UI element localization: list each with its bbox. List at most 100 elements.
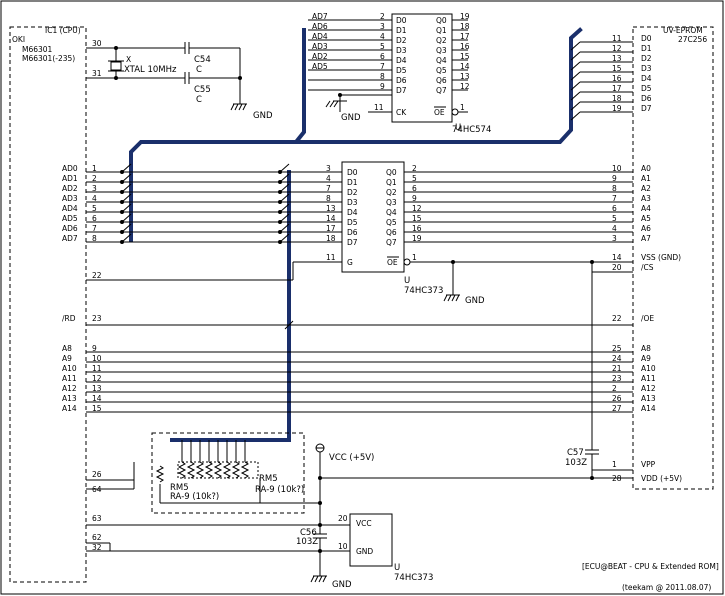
ad-name: AD3 [62,194,78,203]
l574-in-signal: AD2 [312,52,328,61]
l574-in-pin: 5 [380,42,385,51]
resnet-left-resistor [155,465,165,483]
vpp-name: VPP [641,460,656,469]
l373-q-label: Q5 [386,218,397,227]
l574-in-pin: 3 [380,22,385,31]
ad-latch-tap [279,223,290,233]
l373-out-pin: 19 [412,234,422,243]
l574-q-label: Q5 [436,66,447,75]
resnet-resistor [195,461,205,479]
ad-latch-tap [279,163,290,173]
eprom-high-pin: 23 [612,374,622,383]
eprom-data-tap [570,81,581,91]
ad-name: AD5 [62,214,78,223]
eprom-data-name: D2 [641,54,652,63]
latch574-ref: U [455,123,461,133]
ck-pin: 11 [374,103,384,112]
l574-q-label: Q7 [436,86,447,95]
eprom-addr-name: A1 [641,174,651,183]
eprom-data-pin: 15 [612,64,622,73]
resnet-outline [151,432,305,514]
l373-out-pin: 15 [412,214,422,223]
c56-val: 103Z [296,537,318,547]
eprom-high-pin: 24 [612,354,622,363]
ad-bus-tap [121,213,132,223]
eprom-high-pin: 25 [612,344,622,353]
ad-name: AD7 [62,234,78,243]
resnet-resistor [213,461,223,479]
cpu-high-name: A9 [62,354,72,363]
eprom-data-tap [570,51,581,61]
l574-in-signal: AD4 [312,32,328,41]
cpu-high-name: A14 [62,404,77,413]
l373-in-pin: 17 [326,224,336,233]
l373-d-label: D2 [347,188,358,197]
eprom-high-pin: 27 [612,404,622,413]
eprom-data-name: D5 [641,84,652,93]
l373-q-label: Q0 [386,168,397,177]
resnet-resistor [204,461,214,479]
latch373-ref: U [404,276,410,286]
l373-q-label: Q6 [386,228,397,237]
ad-latch-tap [279,213,290,223]
eprom-data-tap [570,61,581,71]
ad-bus-tap [121,223,132,233]
cpu-high-pin: 11 [92,364,102,373]
resnet-resistor [231,461,241,479]
vpp-pin: 1 [612,460,617,469]
oe574-label: OE [434,108,445,117]
l574-q-label: Q2 [436,36,447,45]
ad-pin: 1 [92,164,97,173]
eprom-addr-pin: 6 [612,204,617,213]
eprom-addr-pin: 4 [612,224,617,233]
ad-pin: 2 [92,174,97,183]
latch574-gnd: GND [341,113,361,123]
eprom-outline [632,26,714,490]
oe574-bubble [451,108,459,116]
c54-ref: C54 [194,55,211,65]
g-label: G [347,258,353,267]
eprom-addr-name: A5 [641,214,651,223]
eprom-data-name: D0 [641,34,652,43]
ad-pin: 7 [92,224,97,233]
xtal-pin-b: 31 [92,69,102,78]
ad-pin: 5 [92,204,97,213]
l574-d-label: D0 [396,16,407,25]
footer-title: [ECU@BEAT - CPU & Extended ROM] [582,562,719,571]
rm5a-ref: RM5 [170,483,189,493]
power373-vcc-pin: 20 [338,514,348,523]
oe-eprom-name: /OE [641,314,654,323]
l574-out-pin: 18 [460,22,470,31]
cpu-pin-62: 62 [92,533,102,542]
eprom-high-name: A8 [641,344,651,353]
l574-in-pin: 8 [380,72,385,81]
l574-in-signal: AD3 [312,42,328,51]
ad-bus-tap [121,183,132,193]
l574-q-label: Q4 [436,56,447,65]
vdd-name: VDD (+5V) [641,474,682,483]
c56-ref: C56 [300,528,317,538]
l574-q-label: Q3 [436,46,447,55]
xtal-ref: X [126,55,131,64]
cpu-high-pin: 9 [92,344,97,353]
cpu-outline [9,26,87,583]
l574-d-label: D7 [396,86,407,95]
resnet-resistor [222,461,232,479]
ad-latch-tap [279,173,290,183]
oe-eprom-pin: 22 [612,314,622,323]
ad-pin: 6 [92,214,97,223]
eprom-data-pin: 13 [612,54,622,63]
xtal-value: XTAL 10MHz [124,65,177,75]
cpu-pin-32: 32 [92,543,102,552]
l574-out-pin: 15 [460,52,470,61]
l574-in-signal: AD7 [312,12,328,21]
latch373-body [341,161,405,273]
l574-out-pin: 19 [460,12,470,21]
cpu-high-name: A13 [62,394,77,403]
l373-in-pin: 14 [326,214,336,223]
cpu-maker: OKI [12,35,25,44]
ad-bus-tap [121,193,132,203]
l574-q-label: Q0 [436,16,447,25]
